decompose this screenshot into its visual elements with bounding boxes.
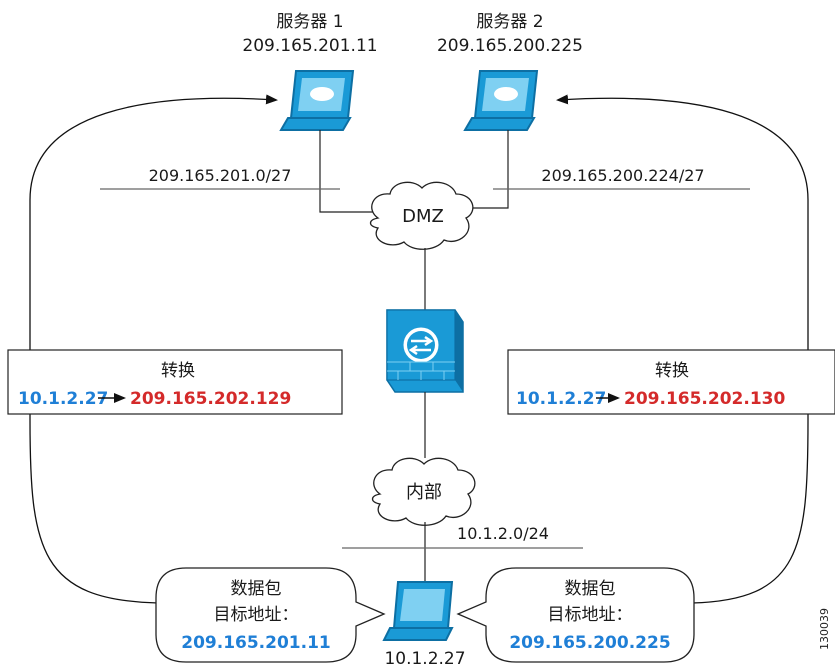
inside-subnet-label: 10.1.2.0/24 <box>457 524 549 543</box>
packet-right-subtitle: 目标地址： <box>548 605 633 625</box>
dmz-cloud-icon <box>369 181 474 250</box>
translation-left-title: 转换 <box>161 361 195 381</box>
figure-id: 130039 <box>818 608 831 650</box>
server-1-title: 服务器 1 <box>276 12 343 32</box>
inside-cloud-icon <box>371 457 476 526</box>
server-2-link <box>472 130 509 209</box>
server-2-subnet-label: 209.165.200.224/27 <box>541 166 704 185</box>
host-icon <box>382 581 454 641</box>
packet-left-dest: 209.165.201.11 <box>181 633 331 653</box>
translation-box-left <box>7 349 343 415</box>
packet-right-title: 数据包 <box>565 579 616 599</box>
packet-left-subtitle: 目标地址： <box>214 605 299 625</box>
translation-right-mapped-ip: 209.165.202.130 <box>624 389 785 409</box>
firewall-icon <box>386 309 464 393</box>
server-1-subnet-label: 209.165.201.0/27 <box>149 166 292 185</box>
right-flow-arrow <box>556 94 809 604</box>
translation-right-real-ip: 10.1.2.27 <box>516 389 606 409</box>
server-2-ip: 209.165.200.225 <box>437 36 583 56</box>
packet-bubble-right <box>456 567 695 663</box>
host-ip: 10.1.2.27 <box>384 649 465 669</box>
packet-bubble-left <box>155 567 386 663</box>
packet-left-title: 数据包 <box>231 579 282 599</box>
translation-left-real-ip: 10.1.2.27 <box>18 389 108 409</box>
server-1-link <box>319 130 378 213</box>
server-2-icon <box>463 70 539 131</box>
server-1-icon <box>279 70 355 131</box>
server-2-title: 服务器 2 <box>476 12 543 32</box>
dmz-label: DMZ <box>402 206 444 227</box>
translation-left-mapped-ip: 209.165.202.129 <box>130 389 291 409</box>
inside-label: 内部 <box>406 482 442 503</box>
translation-right-title: 转换 <box>655 361 689 381</box>
translation-box-right <box>507 349 835 415</box>
server-1-ip: 209.165.201.11 <box>242 36 377 56</box>
packet-right-dest: 209.165.200.225 <box>509 633 670 653</box>
left-flow-arrow <box>29 94 278 604</box>
